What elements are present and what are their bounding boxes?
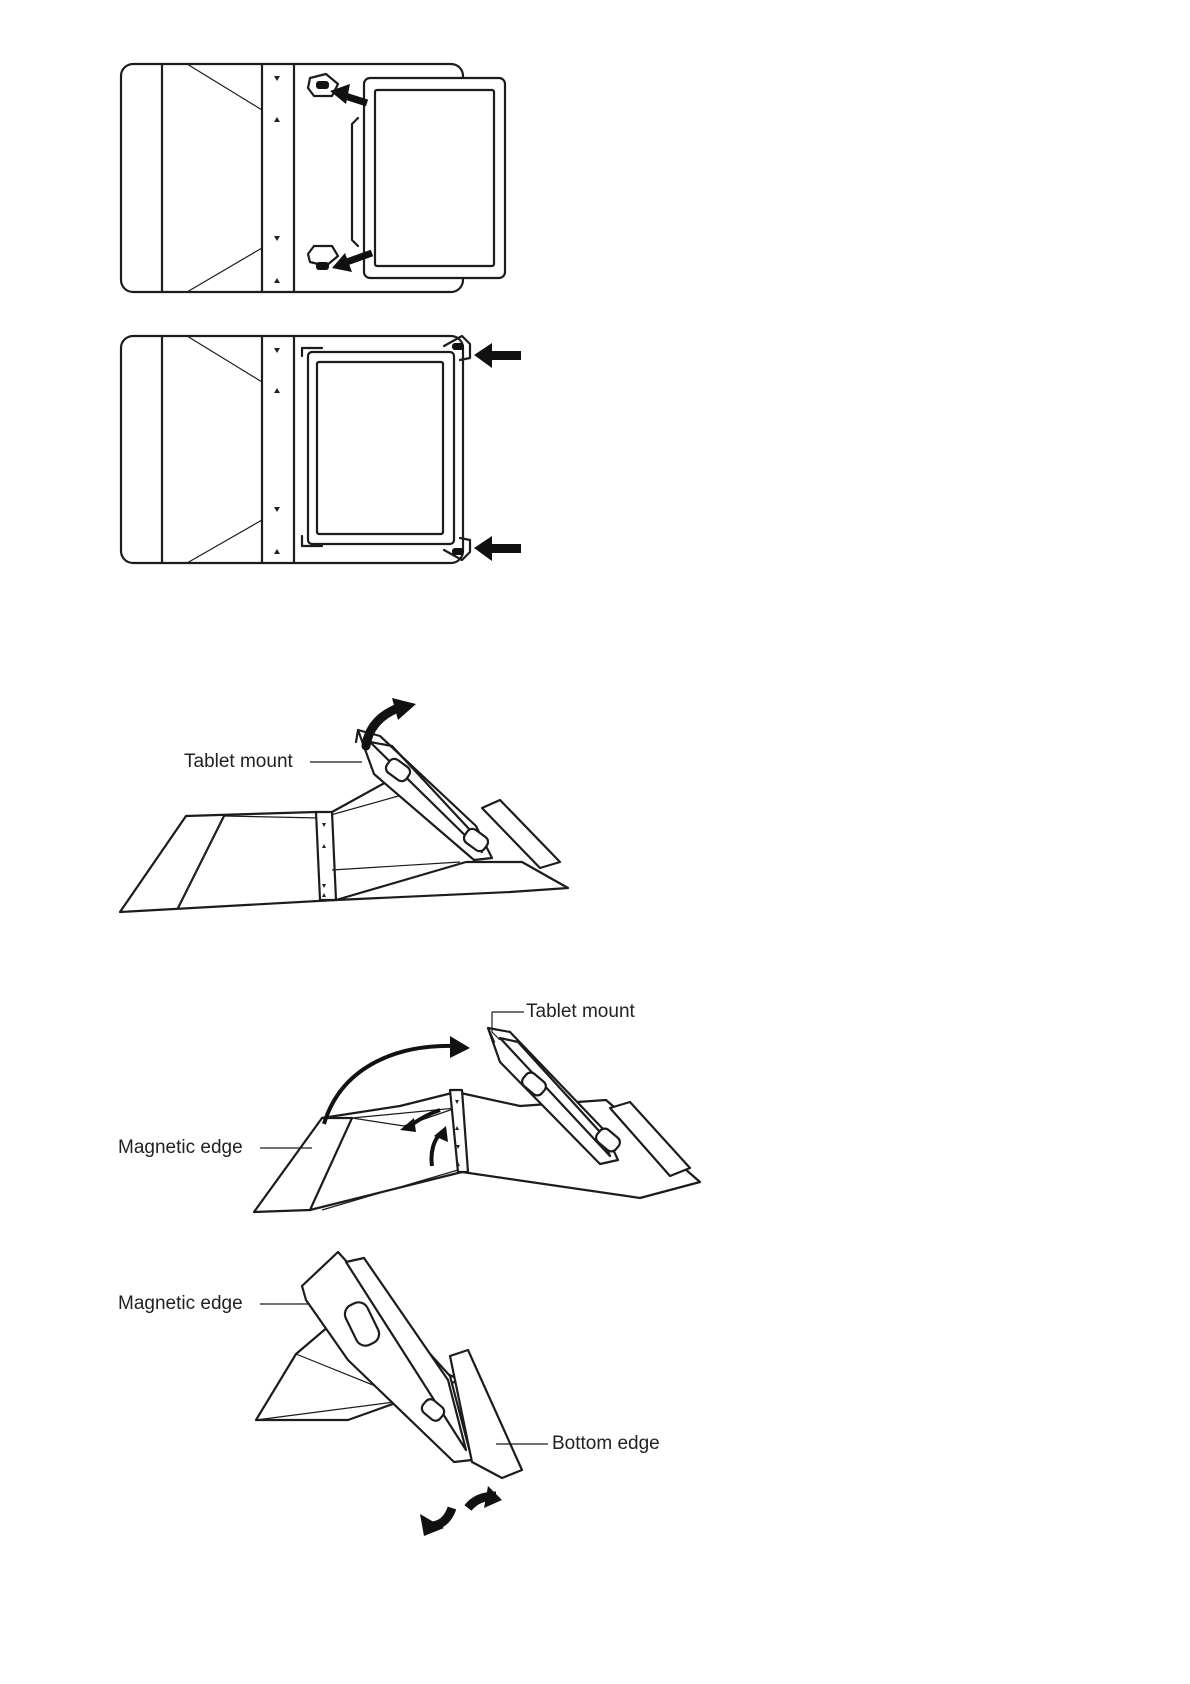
arrow-icon xyxy=(474,536,521,561)
magnetic-edge-label: Magnetic edge xyxy=(118,1293,243,1315)
arrow-icon xyxy=(474,343,521,368)
magnetic-edge-label: Magnetic edge xyxy=(118,1137,243,1159)
stand-diagram-3 xyxy=(256,1252,548,1536)
tablet-mount-label: Tablet mount xyxy=(526,1001,635,1023)
bottom-edge-label: Bottom edge xyxy=(552,1433,660,1455)
curved-arrow-icon xyxy=(431,1126,448,1166)
open-case-diagram-2 xyxy=(121,336,521,563)
stand-diagram-1 xyxy=(120,698,568,912)
stand-diagram-2 xyxy=(254,1012,700,1212)
tablet-mount-label: Tablet mount xyxy=(184,751,293,773)
open-case-diagram-1 xyxy=(121,64,505,292)
rotate-arrow-icon xyxy=(420,1486,502,1536)
